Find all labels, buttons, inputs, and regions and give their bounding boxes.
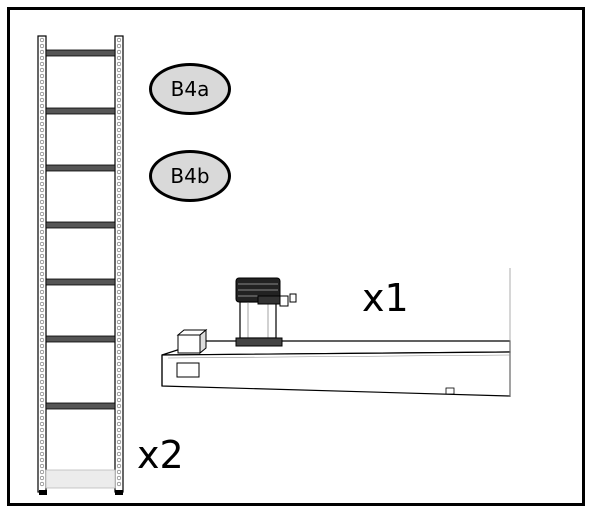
part-badge-b4a: B4a xyxy=(149,63,231,115)
shelf xyxy=(45,335,116,343)
part-badge-label: B4a xyxy=(170,77,210,101)
diagram-frame xyxy=(7,7,585,506)
quantity-label-shelving: x2 xyxy=(137,433,184,477)
shelf xyxy=(45,107,116,115)
shelf xyxy=(45,221,116,229)
shelf xyxy=(45,49,116,57)
shelf xyxy=(45,402,116,410)
shelf xyxy=(45,164,116,172)
shelving-unit-icon xyxy=(37,35,124,495)
shelf xyxy=(45,278,116,286)
conveyor-beam-icon xyxy=(161,268,511,397)
motor-icon xyxy=(235,277,297,347)
part-badge-label: B4b xyxy=(170,164,210,188)
junction-box-icon xyxy=(176,328,208,355)
part-badge-b4b: B4b xyxy=(149,150,231,202)
quantity-label-beam: x1 xyxy=(362,276,409,320)
